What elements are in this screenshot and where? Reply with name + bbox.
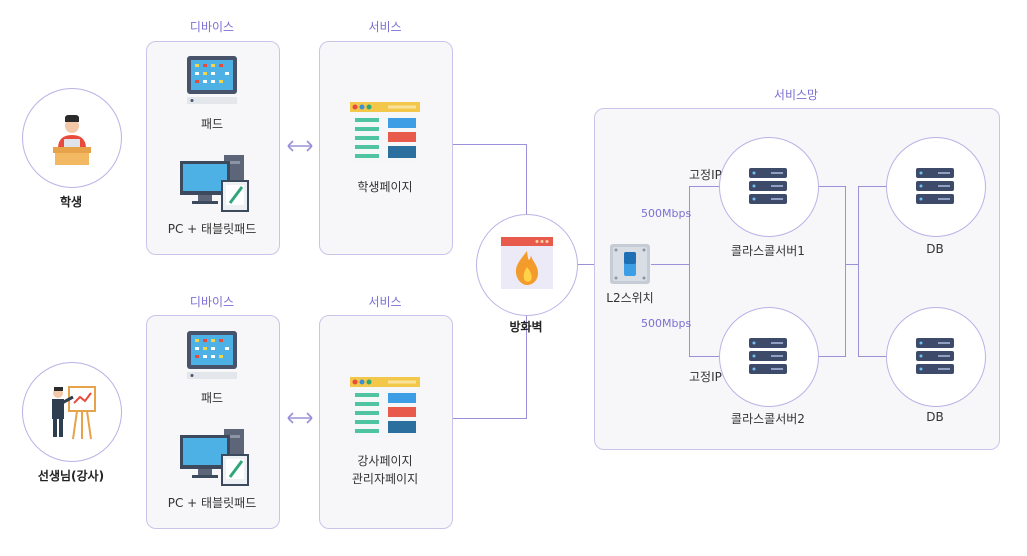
db2-circle — [886, 307, 986, 407]
student-page-label: 학생페이지 — [357, 180, 413, 194]
network-section-label: 서비스망 — [773, 88, 819, 102]
line-teacher-service — [451, 418, 527, 419]
admin-page-label: 관리자페이지 — [351, 472, 419, 486]
line-servers-join-v-inner — [845, 186, 846, 357]
speed-label-2: 500Mbps — [641, 317, 692, 330]
line-to-server1-inner — [689, 186, 719, 187]
teacher-icon — [47, 383, 97, 441]
server-icon — [916, 338, 954, 374]
line-db-vertical-inner — [858, 186, 859, 357]
line-to-db2-inner — [858, 356, 887, 357]
line-server2-right-inner — [818, 356, 846, 357]
top-service-section-label: 서비스 — [368, 20, 402, 34]
line-to-db1-inner — [858, 186, 887, 187]
firewall-icon — [501, 237, 553, 289]
switch-icon — [610, 244, 650, 284]
line-firewall-switch — [576, 264, 610, 265]
fixed-ip-label-1: 고정IP — [689, 168, 722, 182]
server-icon — [749, 338, 787, 374]
bottom-device-section-label: 디바이스 — [189, 295, 235, 309]
server1-label: 콜라스콜서버1 — [731, 244, 805, 258]
student-circle — [22, 88, 122, 188]
firewall-circle — [476, 214, 578, 316]
line-teacher-service-v — [526, 316, 527, 419]
fixed-ip-label-2: 고정IP — [689, 370, 722, 384]
server2-circle — [719, 307, 819, 407]
teacher-page-label: 강사페이지 — [357, 454, 413, 468]
line-server1-right-inner — [818, 186, 846, 187]
bottom-pad-label: 패드 — [200, 391, 224, 405]
db1-label: DB — [926, 242, 944, 256]
bottom-pc-label: PC + 태블릿패드 — [167, 496, 257, 510]
line-student-service — [451, 144, 527, 145]
student-icon — [49, 109, 95, 165]
server-icon — [916, 168, 954, 204]
top-device-section-label: 디바이스 — [189, 20, 235, 34]
line-servers-vertical-inner — [689, 186, 690, 357]
pad-icon — [186, 330, 238, 380]
top-pad-label: 패드 — [200, 117, 224, 131]
top-device-box — [146, 41, 280, 255]
firewall-label: 방화벽 — [509, 320, 543, 334]
student-label: 학생 — [59, 195, 83, 209]
teacher-circle — [22, 362, 122, 462]
bidirectional-arrow-icon — [286, 140, 314, 152]
bidirectional-arrow-icon — [286, 412, 314, 424]
line-join-db-inner — [845, 264, 859, 265]
db2-label: DB — [926, 410, 944, 424]
webpage-icon — [350, 102, 420, 162]
line-student-service-v — [526, 144, 527, 214]
db1-circle — [886, 137, 986, 237]
server-icon — [749, 168, 787, 204]
server2-label: 콜라스콜서버2 — [731, 412, 805, 426]
server1-circle — [719, 137, 819, 237]
switch-label: L2스위치 — [606, 291, 654, 305]
top-pc-label: PC + 태블릿패드 — [167, 222, 257, 236]
bottom-service-section-label: 서비스 — [368, 295, 402, 309]
teacher-label: 선생님(강사) — [37, 469, 105, 483]
pc-icon — [180, 429, 250, 487]
pc-icon — [180, 155, 250, 213]
speed-label-1: 500Mbps — [641, 207, 692, 220]
pad-icon — [186, 55, 238, 105]
line-to-server2-inner — [689, 356, 719, 357]
line-switch-servers-inner — [651, 264, 690, 265]
webpage-icon — [350, 377, 420, 437]
